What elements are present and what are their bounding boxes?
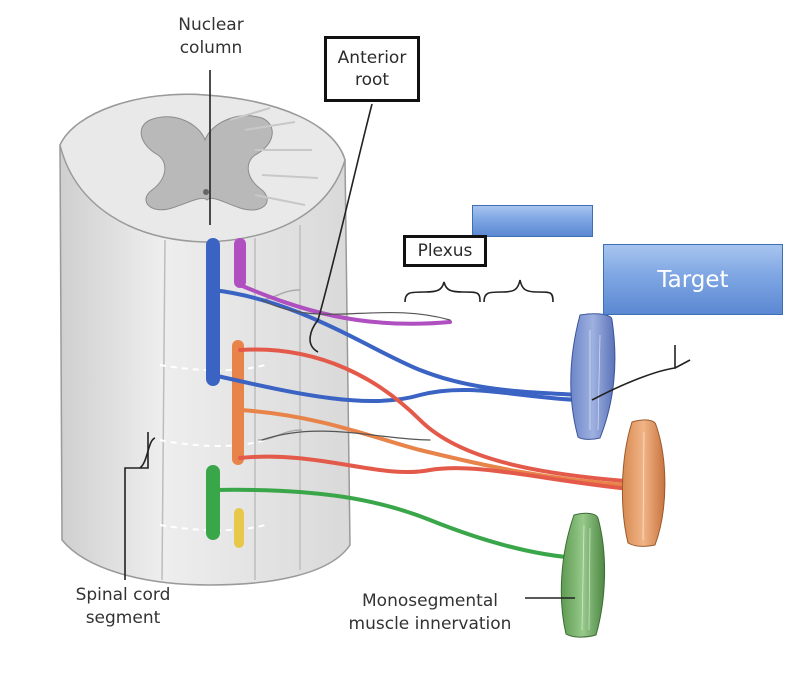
red-pathway-upper [238, 347, 642, 484]
yellow-nuclear-column [234, 508, 244, 548]
purple-pathway [238, 283, 452, 326]
annotation-lines [124, 70, 691, 599]
nuclear-column-label: Nuclear column [166, 14, 256, 60]
plexus-bracket [404, 281, 481, 303]
peripheral-bracket [483, 279, 554, 303]
nuclear-column-label-line2: column [179, 38, 243, 58]
anterior-root-label-box: Anterior root [324, 36, 420, 102]
blank-label-box [472, 205, 593, 237]
muscles [560, 313, 666, 638]
spinal-cord-segment-line1: Spinal cord [75, 585, 171, 605]
blue-muscle [570, 313, 616, 440]
spinal-cord-segment-label: Spinal cord segment [58, 584, 188, 630]
target-label-box: Target [603, 244, 783, 315]
spinal-segment-brace [139, 437, 156, 469]
monosegmental-line2: muscle innervation [348, 614, 512, 634]
nuclear-columns [206, 238, 246, 548]
anterior-root-label-line1: Anterior [337, 48, 407, 68]
anterior-root-leader [317, 103, 373, 321]
purple-nuclear-column [234, 238, 246, 288]
blue-pathway-upper [211, 288, 582, 397]
anterior-root-label-line2: root [354, 70, 390, 90]
plexus-label: Plexus [417, 241, 473, 261]
target-leader-tick [674, 359, 691, 369]
nerve-pathways [211, 283, 642, 560]
spinal-cord-segment-line2: segment [85, 608, 161, 628]
green-pathway [211, 487, 580, 560]
blue-pathway-lower [211, 373, 582, 404]
nuclear-column-label-line1: Nuclear [178, 15, 244, 35]
plexus-label-box: Plexus [403, 235, 487, 267]
monosegmental-line1: Monosegmental [362, 591, 498, 611]
target-leader [591, 345, 676, 401]
green-nuclear-column [206, 465, 220, 540]
anterior-root-loop [309, 319, 319, 353]
monosegmental-label: Monosegmental muscle innervation [330, 590, 530, 636]
orange-nuclear-column [232, 340, 244, 465]
red-pathway-lower [238, 454, 642, 492]
blue-nuclear-column [206, 238, 220, 386]
spinal-cord-column [59, 93, 351, 586]
target-label: Target [657, 266, 729, 293]
